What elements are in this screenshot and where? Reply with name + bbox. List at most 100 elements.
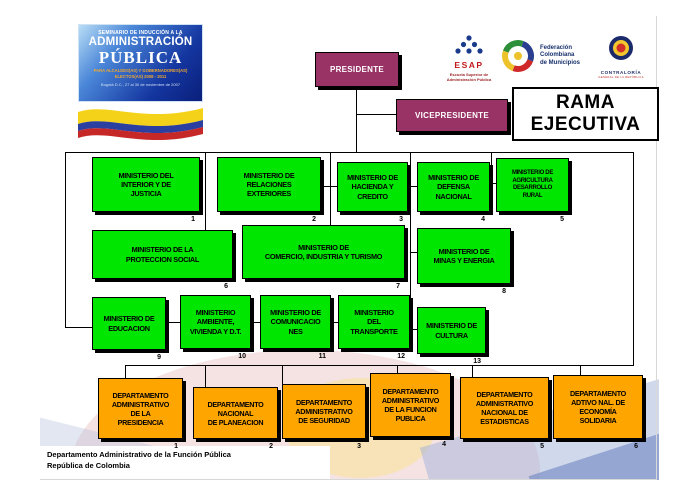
slide-margin [659,0,700,495]
footer-band [40,446,330,479]
node-number: 9 [157,354,161,361]
ministry-label: MINISTERIO DEL TRANSPORTE [350,308,398,336]
department-label: DEPARTAMENTO ADMINISTRATIVO DE SEGURIDAD [295,398,353,425]
connector-line [205,152,206,231]
contraloria-rings-icon [609,36,633,60]
seminar-logo: SEMINARIO DE INDUCCIÓN A LA ADMINISTRACI… [78,24,203,140]
node-number: 4 [442,441,446,448]
president-box: PRESIDENTE [315,52,399,87]
ministry-label: MINISTERIO DE MINAS Y ENERGIA [433,246,495,265]
ministry-label: MINISTERIO DE COMERCIO, INDUSTRIA Y TURI… [264,242,383,261]
president-label: PRESIDENTE [329,64,385,74]
seminar-line2: ADMINISTRACIÓN [88,36,193,48]
connector-line [356,114,396,115]
contraloria-subtitle: GENERAL DE LA REPÚBLICA [598,75,644,79]
connector-line [491,152,492,184]
connector-line [410,329,418,330]
node-number: 13 [473,358,481,365]
node-number: 3 [399,216,403,223]
connector-line [405,186,418,187]
ministry-comercio-industria-turismo: MINISTERIO DE COMERCIO, INDUSTRIA Y TURI… [242,225,405,290]
department-label: DEPARTAMENTO ADMINISTRATIVO DE LA FUNCIO… [381,387,440,423]
ministry-label: MINISTERIO DE DEFENSA NACIONAL [428,173,479,201]
seminar-line6: Bogotá D.C., 27 al 30 de noviembre de 20… [100,82,181,88]
footer-attribution: Departamento Administrativo de la Funció… [47,449,231,472]
dept-economia-solidaria: DEPARTAMENTO ADTIVO NAL. DE ECONOMÍA SOL… [553,375,643,450]
contraloria-logo: CONTRALORÍA GENERAL DE LA REPÚBLICA [592,34,650,79]
connector-line [410,152,411,330]
department-label: DEPARTAMENTO ADMINISTRATIVO DE LA PRESID… [111,390,170,427]
vicepresident-box: VICEPRESIDENTE [396,99,508,132]
federacion-caption: Federación Colombiana de Municipios [540,45,581,66]
slide-margin [0,0,700,14]
connector-line [65,327,92,328]
slide-edge [656,16,657,479]
ministry-transporte: MINISTERIO DEL TRANSPORTE 12 [338,295,410,360]
ministry-label: MINISTERIO DE AGRICULTURA DESARROLLO RUR… [511,170,554,199]
connector-line [356,86,357,152]
ministry-interior-justicia: MINISTERIO DEL INTERIOR Y DE JUSTICIA 1 [92,157,200,223]
federacion-logo: Federación Colombiana de Municipios [500,38,580,74]
connector-line [580,365,581,376]
node-number: 1 [174,443,178,450]
ministry-relaciones-exteriores: MINISTERIO DE RELACIONES EXTERIORES 2 [217,157,321,223]
footer-line1: Departamento Administrativo de la Funció… [47,450,231,459]
esap-dots-icon [455,35,483,54]
rama-ejecutiva-label: RAMA EJECUTIVA [530,92,641,135]
dept-estadisticas: DEPARTAMENTO ADMINISTRATIVO NACIONAL DE … [460,377,549,450]
ministry-label: MINISTERIO DE RELACIONES EXTERIORES [243,170,295,199]
connector-line [472,365,473,378]
connector-line [491,183,497,184]
department-label: DEPARTAMENTO NACIONAL DE PLANEACION [207,399,264,427]
connector-line [282,365,283,385]
connector-line [410,252,418,253]
footer-line2: República de Colombia [47,461,130,471]
node-number: 11 [318,353,326,360]
connector-line [633,152,634,366]
node-number: 2 [312,216,316,223]
dept-seguridad: DEPARTAMENTO ADMINISTRATIVO DE SEGURIDAD… [282,384,366,450]
rama-ejecutiva-title-box: RAMA EJECUTIVA [512,87,659,141]
node-number: 2 [269,443,273,450]
node-number: 5 [560,216,564,223]
ministry-label: MINISTERIO DEL INTERIOR Y DE JUSTICIA [118,170,174,199]
colombia-flag-icon [78,108,203,140]
ministry-label: MINISTERIO DE EDUCACION [103,314,155,333]
seminar-banner: SEMINARIO DE INDUCCIÓN A LA ADMINISTRACI… [78,24,203,102]
federacion-swirl-icon [502,40,534,72]
ministry-defensa-nacional: MINISTERIO DE DEFENSA NACIONAL 4 [417,162,490,223]
connector-line [248,322,261,323]
connector-line [163,322,181,323]
slide-margin [0,480,700,495]
connector-line [318,186,338,187]
ministry-ambiente-vivienda: MINISTERIO AMBIENTE, VIVIENDA Y D.T. 10 [180,295,251,360]
node-number: 10 [238,353,246,360]
seminar-line1: SEMINARIO DE INDUCCIÓN A LA [98,30,183,36]
dept-planeacion: DEPARTAMENTO NACIONAL DE PLANEACION 2 [193,387,278,450]
vicepresident-label: VICEPRESIDENTE [415,110,489,120]
connector-line [397,365,398,374]
department-label: DEPARTAMENTO ADTIVO NAL. DE ECONOMÍA SOL… [570,389,626,425]
node-number: 1 [191,216,195,223]
seminar-line3: PÚBLICA [98,47,183,67]
connector-line [205,365,206,388]
connector-line [125,365,126,379]
connector-line [328,322,339,323]
esap-caption: Escuela Superior de Administración Públi… [446,71,492,82]
node-number: 12 [397,353,405,360]
ministry-label: MINISTERIO DE LA PROTECCION SOCIAL [125,245,200,264]
ministry-agricultura-desarrollo-rural: MINISTERIO DE AGRICULTURA DESARROLLO RUR… [496,158,569,223]
dept-presidencia: DEPARTAMENTO ADMINISTRATIVO DE LA PRESID… [98,378,183,450]
dept-funcion-publica: DEPARTAMENTO ADMINISTRATIVO DE LA FUNCIO… [370,373,451,448]
ministry-educacion: MINISTERIO DE EDUCACION 9 [92,297,166,361]
ministry-minas-energia: MINISTERIO DE MINAS Y ENERGIA 8 [417,228,511,295]
seminar-line4: PARA ALCALDES(AS) Y GOBERNADORES(AS) [93,68,188,74]
node-number: 8 [502,288,506,295]
esap-logo: ESAP Escuela Superior de Administración … [440,34,498,82]
connector-line [125,365,634,366]
node-number: 7 [396,283,400,290]
node-number: 3 [357,443,361,450]
node-number: 6 [634,443,638,450]
department-label: DEPARTAMENTO ADMINISTRATIVO NACIONAL DE … [475,390,534,426]
